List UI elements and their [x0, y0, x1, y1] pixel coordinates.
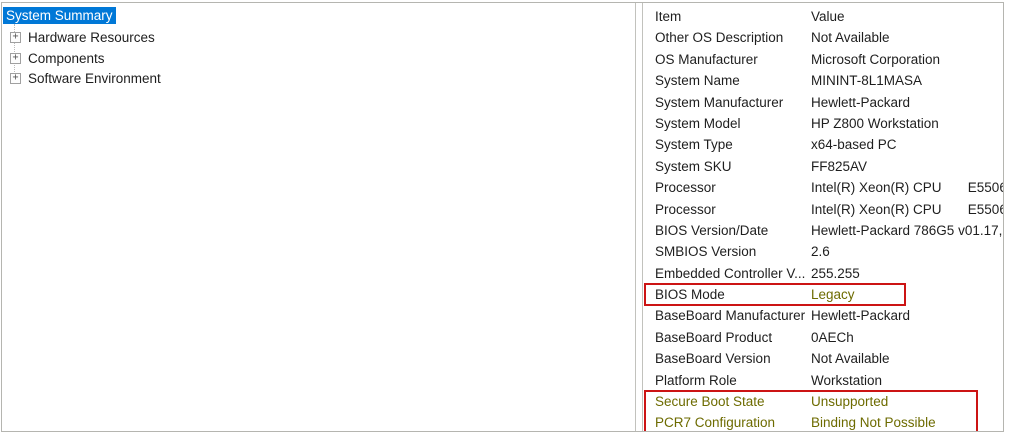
table-row[interactable]: System SKU FF825AV	[643, 156, 1003, 177]
expand-plus-icon[interactable]: +	[10, 31, 21, 43]
value-cell: 2.6	[811, 244, 830, 260]
table-row[interactable]: System Name MININT-8L1MASA	[643, 70, 1003, 91]
value-cell: Microsoft Corporation	[811, 51, 941, 67]
table-row[interactable]: System Type x64-based PC	[643, 134, 1003, 155]
item-cell: BaseBoard Product	[655, 329, 773, 345]
value-cell: Unsupported	[811, 394, 889, 410]
table-row[interactable]: Processor Intel(R) Xeon(R) CPU E5506	[643, 199, 1003, 220]
item-cell: BIOS Version/Date	[655, 222, 769, 238]
table-row[interactable]: Secure Boot State Unsupported	[643, 391, 1003, 412]
table-row[interactable]: BaseBoard Version Not Available	[643, 348, 1003, 369]
item-cell: BaseBoard Version	[655, 351, 771, 367]
value-cell: Hewlett-Packard 786G5 v01.17, 8/	[811, 222, 1003, 238]
table-row[interactable]: Other OS Description Not Available	[643, 27, 1003, 48]
item-cell: Platform Role	[655, 372, 737, 388]
value-cell: FF825AV	[811, 158, 868, 174]
sidebar-item-hardware-resources[interactable]: + Hardware Resources	[2, 27, 635, 48]
item-cell: System Manufacturer	[655, 94, 784, 110]
value-cell: Intel(R) Xeon(R) CPU E5506	[811, 201, 1003, 217]
item-cell: BIOS Mode	[655, 287, 725, 303]
item-cell: System Model	[655, 115, 741, 131]
item-cell: BaseBoard Manufacturer	[655, 308, 806, 324]
table-row[interactable]: Processor Intel(R) Xeon(R) CPU E5506	[643, 177, 1003, 198]
value-cell: Not Available	[811, 30, 890, 46]
item-cell: OS Manufacturer	[655, 51, 758, 67]
table-row[interactable]: System Manufacturer Hewlett-Packard	[643, 92, 1003, 113]
value-cell: MININT-8L1MASA	[811, 73, 923, 89]
table-row[interactable]: BaseBoard Product 0AECh	[643, 327, 1003, 348]
sidebar-item-system-summary[interactable]: System Summary	[2, 6, 635, 24]
item-cell: PCR7 Configuration	[655, 415, 776, 431]
tree-item-label: Components	[28, 50, 105, 66]
table-row[interactable]: System Model HP Z800 Workstation	[643, 113, 1003, 134]
table-row[interactable]: SMBIOS Version 2.6	[643, 241, 1003, 262]
item-cell: SMBIOS Version	[655, 244, 757, 260]
item-cell: System Name	[655, 73, 740, 89]
expand-plus-icon[interactable]: +	[10, 73, 21, 85]
tree-item-label: System Summary	[3, 6, 116, 24]
table-row[interactable]: Embedded Controller V... 255.255	[643, 263, 1003, 284]
content-frame: System Summary + Hardware Resources + Compon…	[1, 2, 1004, 432]
value-cell: Workstation	[811, 372, 883, 388]
table-row[interactable]: BIOS Version/Date Hewlett-Packard 786G5 v…	[643, 220, 1003, 241]
item-cell: Embedded Controller V...	[655, 265, 806, 281]
value-cell: Legacy	[811, 287, 855, 303]
expand-plus-icon[interactable]: +	[10, 52, 21, 64]
item-cell: Secure Boot State	[655, 394, 765, 410]
column-header-item[interactable]: Item	[655, 9, 682, 24]
value-cell: 255.255	[811, 265, 860, 281]
sidebar-item-components[interactable]: + Components	[2, 48, 635, 69]
value-cell: Hewlett-Packard	[811, 94, 911, 110]
table-row[interactable]: OS Manufacturer Microsoft Corporation	[643, 49, 1003, 70]
item-cell: Processor	[655, 201, 716, 217]
column-header-value[interactable]: Value	[811, 9, 845, 24]
value-cell: Hewlett-Packard	[811, 308, 911, 324]
table-row[interactable]: BaseBoard Manufacturer Hewlett-Packard	[643, 305, 1003, 326]
item-cell: Processor	[655, 180, 716, 196]
item-cell: System Type	[655, 137, 733, 153]
category-tree: System Summary + Hardware Resources + Compon…	[2, 3, 635, 89]
category-tree-pane: System Summary + Hardware Resources + Compon…	[2, 3, 636, 431]
tree-item-label: Software Environment	[28, 71, 161, 87]
value-cell: 0AECh	[811, 329, 854, 345]
value-cell: x64-based PC	[811, 137, 897, 153]
table-header-row: Item Value	[643, 6, 1003, 27]
sidebar-item-software-environment[interactable]: + Software Environment	[2, 68, 635, 89]
value-cell: HP Z800 Workstation	[811, 115, 939, 131]
item-cell: System SKU	[655, 158, 732, 174]
value-cell: Not Available	[811, 351, 890, 367]
table-row[interactable]: BIOS Mode Legacy	[643, 284, 1003, 305]
value-cell: Binding Not Possible	[811, 415, 936, 431]
table-row[interactable]: Platform Role Workstation	[643, 370, 1003, 391]
table-row[interactable]: PCR7 Configuration Binding Not Possible	[643, 412, 1003, 431]
tree-item-label: Hardware Resources	[28, 29, 155, 45]
value-cell: Intel(R) Xeon(R) CPU E5506	[811, 180, 1003, 196]
item-cell: Other OS Description	[655, 30, 784, 46]
